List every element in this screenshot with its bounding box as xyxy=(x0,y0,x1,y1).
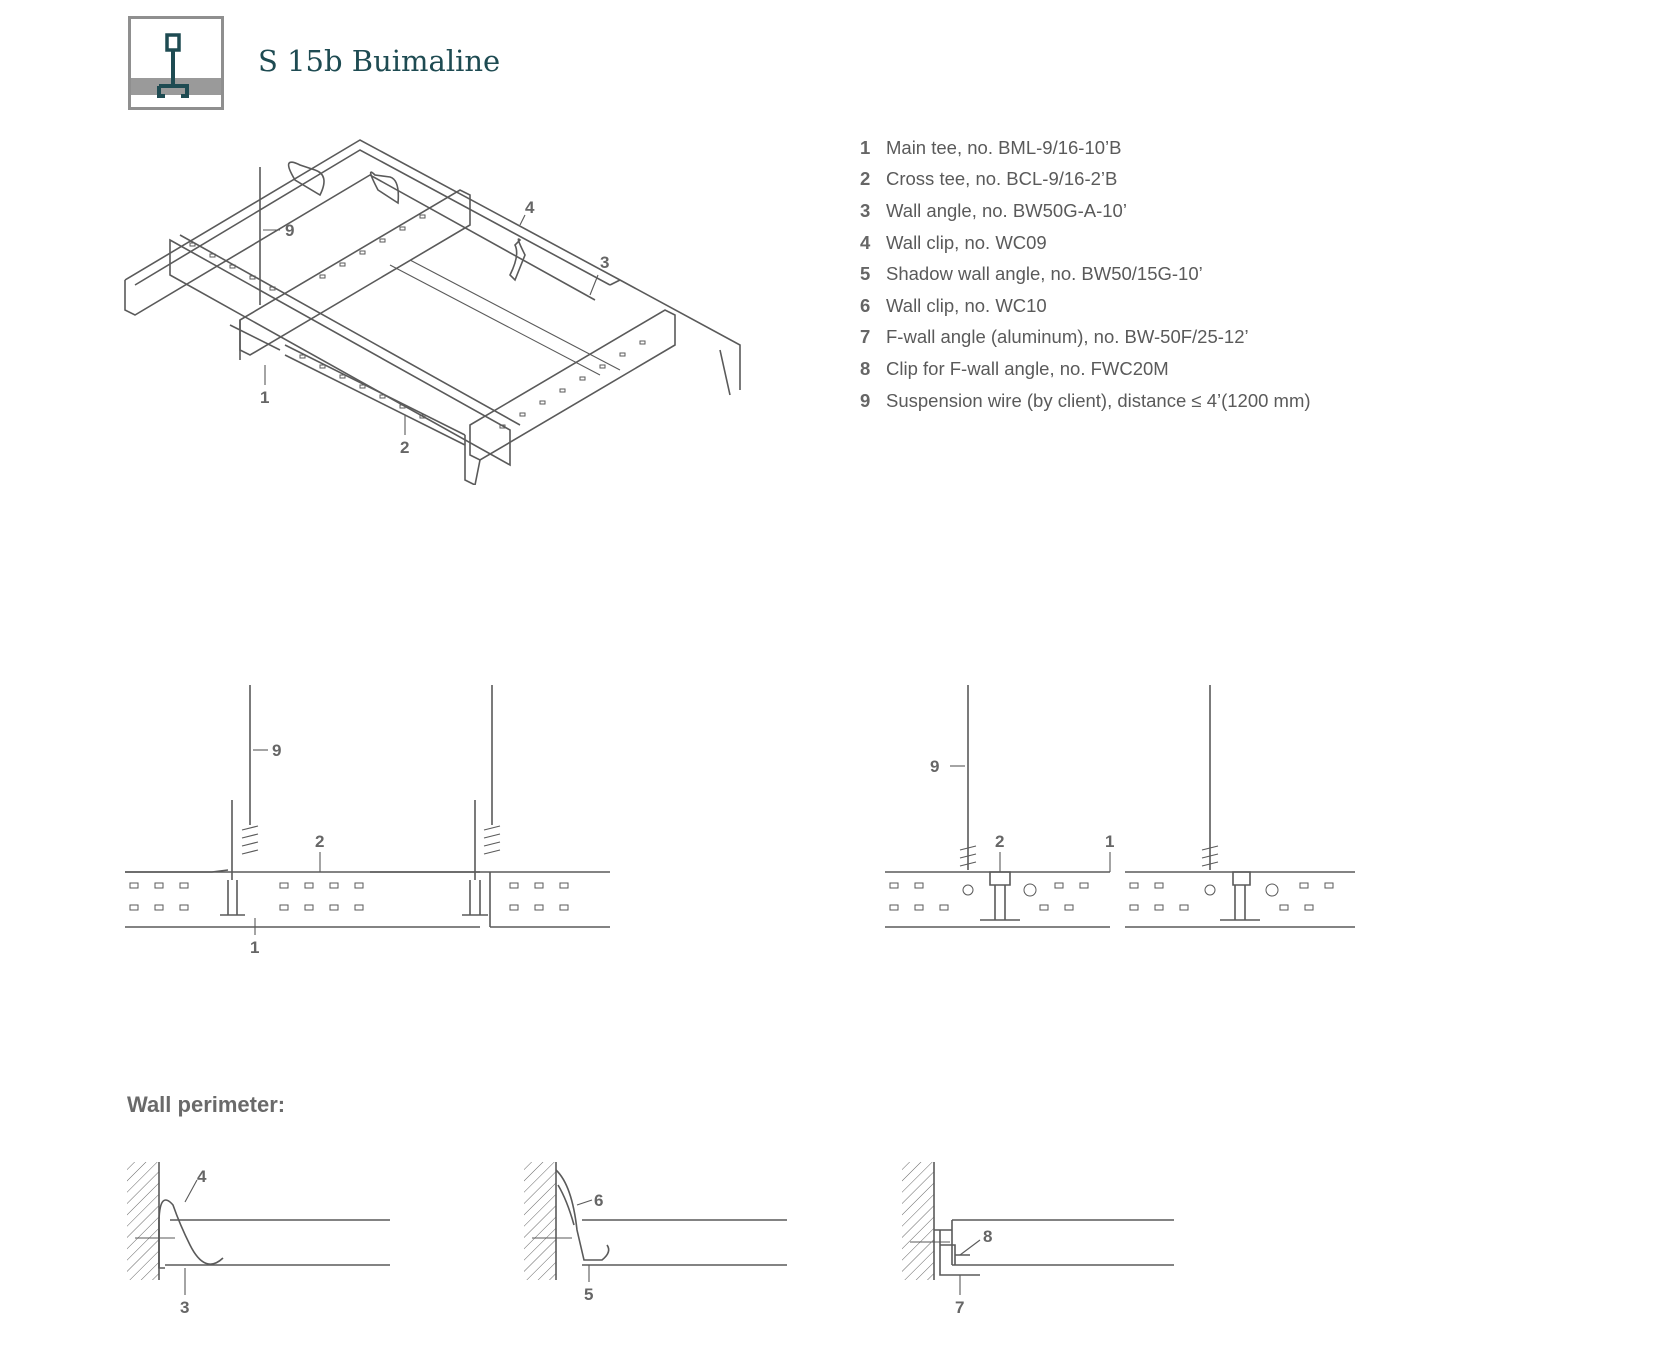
callout-9: 9 xyxy=(930,757,939,776)
wall-perimeter-heading: Wall perimeter: xyxy=(127,1092,286,1117)
callout-2: 2 xyxy=(315,832,324,851)
callout-2: 2 xyxy=(400,438,409,457)
legend-number: 9 xyxy=(860,389,871,411)
wall-detail-a: 4 3 xyxy=(127,1162,390,1317)
isometric-grid-drawing: 9 4 3 1 2 xyxy=(124,139,741,485)
legend-number: 4 xyxy=(860,231,871,253)
callout-3: 3 xyxy=(600,253,609,272)
callout-8: 8 xyxy=(983,1227,992,1246)
legend-text: Main tee, no. BML-9/16-10’B xyxy=(886,136,1122,158)
legend-text: Wall angle, no. BW50G-A-10’ xyxy=(886,199,1127,221)
legend-item: 1 Main tee, no. BML-9/16-10’B xyxy=(860,132,1380,164)
callout-2: 2 xyxy=(995,832,1004,851)
section-drawing-right: 9 2 1 xyxy=(885,685,1355,928)
legend-item: 9 Suspension wire (by client), distance ≤… xyxy=(860,385,1380,417)
legend-item: 3 Wall angle, no. BW50G-A-10’ xyxy=(860,195,1380,227)
legend-item: 7 F-wall angle (aluminum), no. BW-50F/25-… xyxy=(860,322,1380,354)
wall-detail-c: 8 7 xyxy=(902,1162,1174,1317)
callout-9: 9 xyxy=(285,221,294,240)
wall-detail-b: 6 5 xyxy=(524,1162,787,1304)
callout-5: 5 xyxy=(584,1285,593,1304)
legend-text: Wall clip, no. WC10 xyxy=(886,294,1047,316)
callout-4: 4 xyxy=(197,1167,207,1186)
legend-text: F-wall angle (aluminum), no. BW-50F/25-1… xyxy=(886,326,1249,348)
legend-number: 5 xyxy=(860,263,871,285)
legend-number: 6 xyxy=(860,294,871,316)
legend-text: Suspension wire (by client), distance ≤ … xyxy=(886,389,1311,411)
callout-1: 1 xyxy=(260,388,269,407)
callout-6: 6 xyxy=(594,1191,603,1210)
legend-item: 8 Clip for F-wall angle, no. FWC20M xyxy=(860,353,1380,385)
page-title: S 15b Buimaline xyxy=(258,44,501,78)
legend-text: Cross tee, no. BCL-9/16-2’B xyxy=(886,168,1118,190)
tile-panel-left xyxy=(125,869,491,928)
callout-1: 1 xyxy=(1105,832,1114,851)
callout-1: 1 xyxy=(250,938,259,957)
callout-4: 4 xyxy=(525,198,535,217)
suspended-ceiling-logo-icon xyxy=(128,16,224,110)
legend-text: Clip for F-wall angle, no. FWC20M xyxy=(886,357,1169,379)
section-drawing-left: 9 2 1 xyxy=(125,685,610,957)
legend-number: 2 xyxy=(860,168,871,190)
legend-number: 1 xyxy=(860,136,871,158)
legend-number: 7 xyxy=(860,326,871,348)
legend-item: 5 Shadow wall angle, no. BW50/15G-10’ xyxy=(860,258,1380,290)
callout-9: 9 xyxy=(272,741,281,760)
legend-number: 3 xyxy=(860,199,871,221)
legend-item: 2 Cross tee, no. BCL-9/16-2’B xyxy=(860,164,1380,196)
legend-item: 4 Wall clip, no. WC09 xyxy=(860,227,1380,259)
callout-7: 7 xyxy=(955,1298,964,1317)
parts-legend: 1 Main tee, no. BML-9/16-10’B 2 Cross tee,… xyxy=(860,132,1380,416)
legend-text: Shadow wall angle, no. BW50/15G-10’ xyxy=(886,263,1203,285)
main-tee-rail xyxy=(169,234,521,467)
legend-number: 8 xyxy=(860,357,871,379)
legend-item: 6 Wall clip, no. WC10 xyxy=(860,290,1380,322)
tile-panel-right xyxy=(490,871,610,928)
callout-3: 3 xyxy=(180,1298,189,1317)
legend-text: Wall clip, no. WC09 xyxy=(886,231,1047,253)
